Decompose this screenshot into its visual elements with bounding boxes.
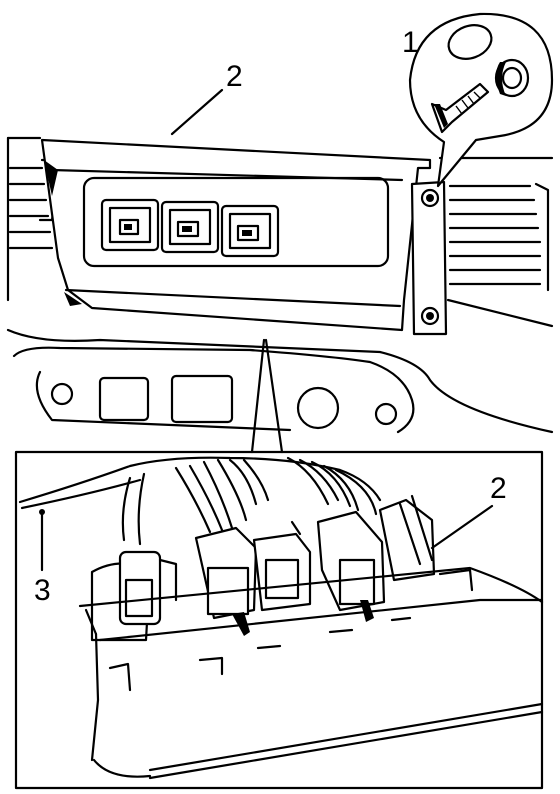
wire-harness — [18, 456, 382, 546]
callout-2-top: 2 — [170, 60, 243, 136]
callout-2-detail: 2 — [430, 472, 507, 550]
switch-3 — [220, 204, 280, 258]
screw-icon — [430, 82, 490, 134]
label-2-detail: 2 — [490, 472, 507, 505]
label-1: 1 — [402, 26, 419, 59]
relay-block — [78, 566, 544, 780]
detail-pointer — [250, 338, 284, 454]
mounting-bracket — [410, 180, 448, 336]
switch-panel — [40, 138, 432, 332]
connector-detail: 2 3 — [14, 450, 544, 790]
switch-1 — [100, 198, 160, 252]
switch-2 — [160, 200, 220, 254]
label-2-top: 2 — [226, 60, 243, 93]
callout-3: 3 — [34, 509, 51, 607]
lower-trim — [6, 328, 554, 434]
connector-2 — [194, 526, 258, 636]
screw-detail: 1 — [402, 12, 554, 188]
label-3: 3 — [34, 574, 51, 607]
connector-1 — [90, 550, 178, 642]
right-vent — [446, 182, 554, 328]
connector-5 — [378, 494, 436, 582]
dashboard-view: 2 — [6, 60, 554, 434]
connector-3 — [252, 520, 312, 612]
connector-4 — [316, 510, 386, 622]
washer-icon — [447, 24, 530, 98]
